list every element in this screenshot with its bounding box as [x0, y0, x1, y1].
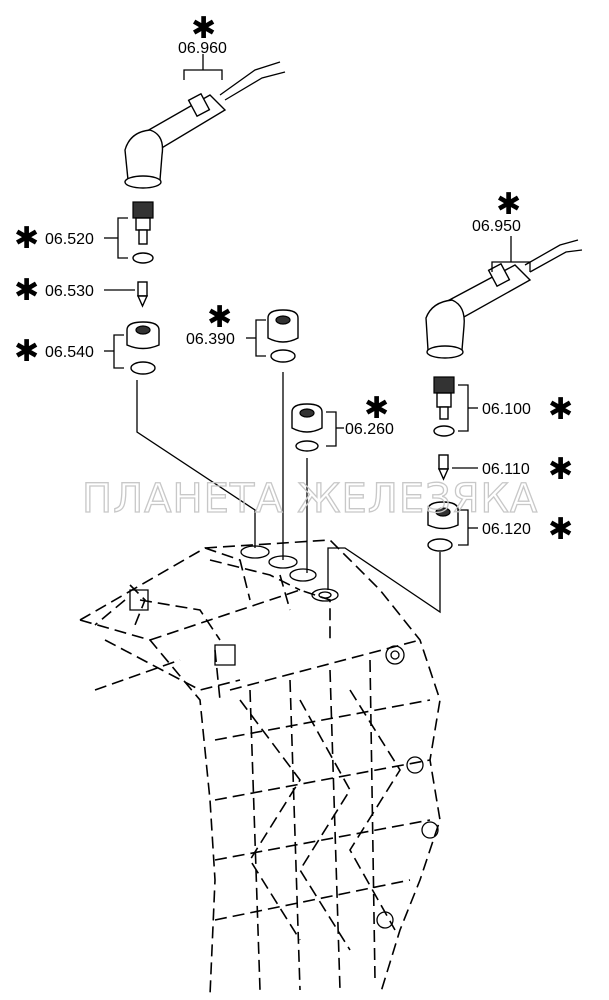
label-brackets	[104, 54, 531, 546]
label-06260: 06.260	[345, 421, 394, 438]
gearbox-housing	[79, 539, 441, 996]
star-06120: ✱	[548, 512, 573, 547]
plug-06260	[291, 403, 323, 452]
star-06960: ✱	[191, 11, 216, 46]
star-06520: ✱	[14, 221, 39, 256]
star-06530: ✱	[14, 273, 39, 308]
star-06540: ✱	[14, 334, 39, 369]
label-06540: 06.540	[45, 344, 94, 361]
star-06390: ✱	[207, 300, 232, 335]
plug-06390	[267, 309, 299, 363]
connection-lines	[136, 372, 441, 614]
sensor-06100	[433, 376, 455, 437]
sensor-cable-left	[138, 61, 286, 153]
label-06390: 06.390	[186, 331, 235, 348]
part-labels: ✱ 06.960 ✱ 06.950 ✱ 06.520 ✱ 06.530 ✱ 06…	[14, 11, 573, 547]
star-06950: ✱	[496, 187, 521, 222]
label-06960: 06.960	[178, 40, 227, 57]
label-06520: 06.520	[45, 231, 94, 248]
label-06110: 06.110	[482, 461, 530, 478]
connector-plug-right	[425, 299, 465, 359]
watermark: ПЛАНЕТА ЖЕЛЕЗЯКА	[82, 476, 538, 522]
label-06950: 06.950	[472, 218, 521, 235]
pin-06110	[437, 454, 450, 481]
connector-plug-left	[124, 129, 164, 189]
pin-06530	[136, 281, 149, 308]
star-06100: ✱	[548, 392, 573, 427]
sensor-06520	[132, 201, 154, 264]
star-06110: ✱	[548, 452, 573, 487]
plug-06120	[427, 501, 459, 552]
star-06260: ✱	[364, 391, 389, 426]
label-06530: 06.530	[45, 283, 94, 300]
plug-06540	[126, 321, 160, 375]
label-06120: 06.120	[482, 521, 531, 538]
label-06100: 06.100	[482, 401, 531, 418]
